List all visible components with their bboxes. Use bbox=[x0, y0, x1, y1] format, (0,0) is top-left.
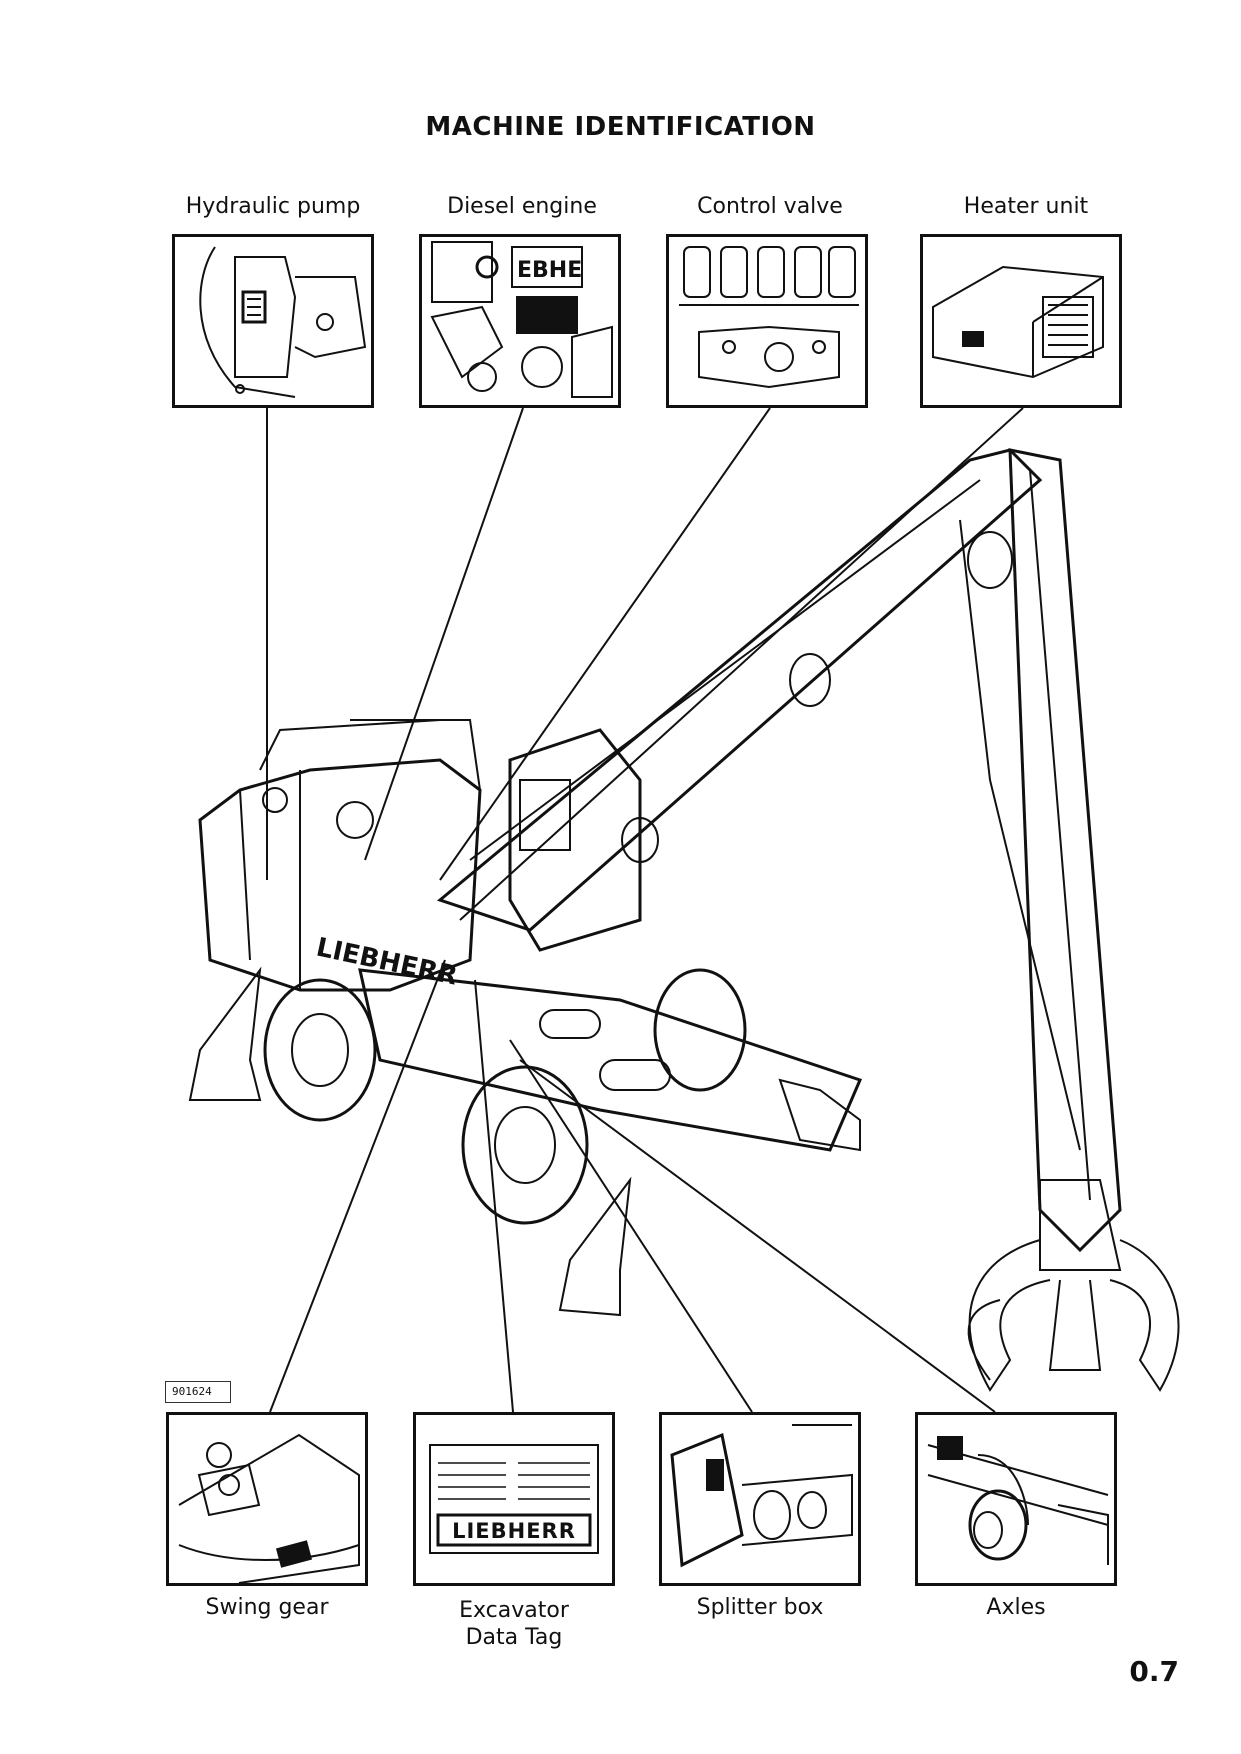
boom bbox=[436, 448, 1122, 1253]
diesel-engine-illustration: EBHE bbox=[419, 234, 621, 408]
label-swing-gear: Swing gear bbox=[205, 1595, 329, 1620]
heater-unit-illustration bbox=[920, 234, 1122, 408]
data-tag-brand: LIEBHERR bbox=[452, 1519, 576, 1543]
splitter-box-illustration bbox=[659, 1412, 861, 1586]
label-hydraulic-pump: Hydraulic pump bbox=[185, 194, 361, 219]
axles-illustration bbox=[915, 1412, 1117, 1586]
page-number: 0.7 bbox=[1129, 1655, 1179, 1688]
label-excavator-data-tag: Excavator Data Tag bbox=[459, 1598, 569, 1650]
control-valve-illustration bbox=[666, 234, 868, 408]
label-axles: Axles bbox=[986, 1595, 1046, 1620]
leader-lines bbox=[266, 407, 1024, 1413]
label-heater-unit: Heater unit bbox=[963, 194, 1089, 219]
grapple bbox=[967, 1179, 1180, 1392]
page-title: MACHINE IDENTIFICATION bbox=[425, 112, 816, 142]
label-control-valve: Control valve bbox=[697, 194, 843, 219]
swing-gear-illustration bbox=[166, 1412, 368, 1586]
undercarriage bbox=[188, 966, 863, 1317]
svg-text:EBHE: EBHE bbox=[517, 258, 582, 283]
figure-code: 901624 bbox=[165, 1381, 231, 1403]
label-splitter-box: Splitter box bbox=[696, 1595, 824, 1620]
excavator-data-tag-illustration: LIEBHERR bbox=[413, 1412, 615, 1586]
hydraulic-pump-illustration bbox=[172, 234, 374, 408]
label-diesel-engine: Diesel engine bbox=[447, 194, 597, 219]
